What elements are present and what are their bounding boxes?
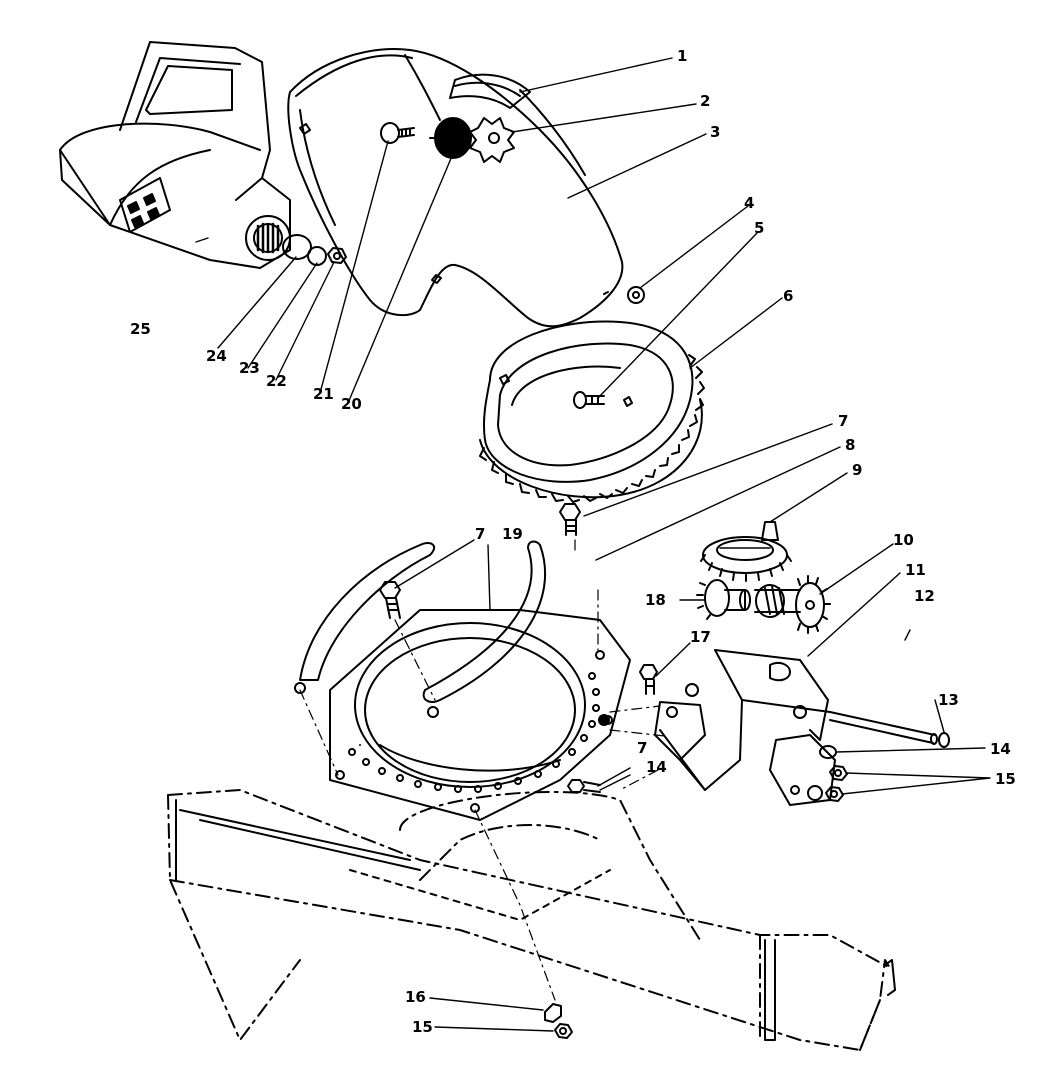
worm-shaft-part <box>754 584 801 618</box>
callout-15-bottom: 15 <box>412 1018 433 1036</box>
callout-3: 3 <box>710 123 721 141</box>
hex-bolt-17-part <box>639 664 658 695</box>
callout-7-ring-bolt: 7 <box>475 525 486 543</box>
callout-5: 5 <box>754 219 765 237</box>
callout-6: 6 <box>783 287 794 305</box>
callout-8: 8 <box>845 436 856 454</box>
pinion-gear-18-part <box>696 579 751 620</box>
callout-1: 1 <box>677 47 688 65</box>
mounting-bracket-11-part <box>654 649 836 806</box>
chute-part <box>287 48 624 328</box>
cap-13-part <box>938 732 950 748</box>
pivot-grille <box>245 215 291 261</box>
nut-15-lower-part <box>807 785 844 802</box>
assembly-lines <box>299 539 666 1001</box>
callout-7-gear-bolt: 7 <box>838 412 849 430</box>
vent-grille <box>119 177 171 233</box>
worm-gear-9-part <box>700 521 792 582</box>
callout-14-bracket: 14 <box>990 740 1011 758</box>
callout-20: 20 <box>341 395 362 413</box>
hex-bolt-7-lower-part <box>567 779 601 793</box>
nut-15-upper-part <box>829 765 848 781</box>
nut-15-bottom-part <box>554 1023 573 1039</box>
leader-lines <box>195 57 991 1032</box>
flat-washer-24-part <box>282 234 312 260</box>
callout-24: 24 <box>206 347 227 365</box>
callout-22: 22 <box>266 372 287 390</box>
callout-25: 25 <box>130 320 151 338</box>
carriage-bolt-21-part <box>380 122 415 144</box>
nut-22-part <box>327 247 347 264</box>
callout-11: 11 <box>905 561 926 579</box>
chute-base-19-part <box>294 540 631 821</box>
flat-washer-16-part <box>544 1003 562 1023</box>
auger-housing-part <box>167 789 891 1051</box>
callout-18: 18 <box>645 591 666 609</box>
callout-4: 4 <box>744 194 755 212</box>
callout-16: 16 <box>405 988 426 1006</box>
deflector-head-part <box>59 41 291 269</box>
rubber-disc-20-part <box>434 117 472 159</box>
callout-21: 21 <box>313 385 334 403</box>
callout-7-housing-bolt: 7 <box>637 739 648 757</box>
callout-10: 10 <box>893 531 914 549</box>
shaft-pin-12-part <box>829 711 938 745</box>
chute-ring-gear-6-part <box>479 320 705 503</box>
ring-holes <box>348 672 600 793</box>
hex-bolt-5-part <box>573 391 605 409</box>
star-knob-2-part <box>469 117 515 163</box>
callout-23: 23 <box>239 359 260 377</box>
callout-14-housing: 14 <box>646 758 667 776</box>
callout-9: 9 <box>852 461 863 479</box>
callout-13: 13 <box>938 691 959 709</box>
washer-23-part <box>307 246 327 266</box>
callout-19: 19 <box>502 525 523 543</box>
callout-15-bracket: 15 <box>995 770 1016 788</box>
callout-2: 2 <box>700 92 711 110</box>
hex-bolt-8-part <box>559 503 581 536</box>
control-plate-1-part <box>449 73 531 109</box>
housing-detail <box>175 799 896 1041</box>
hex-bolt-7-part <box>379 581 401 619</box>
callout-17: 17 <box>690 628 711 646</box>
flange-nut-4-part <box>603 286 645 304</box>
callout-12: 12 <box>914 587 935 605</box>
spur-gear-10-part <box>795 575 831 634</box>
